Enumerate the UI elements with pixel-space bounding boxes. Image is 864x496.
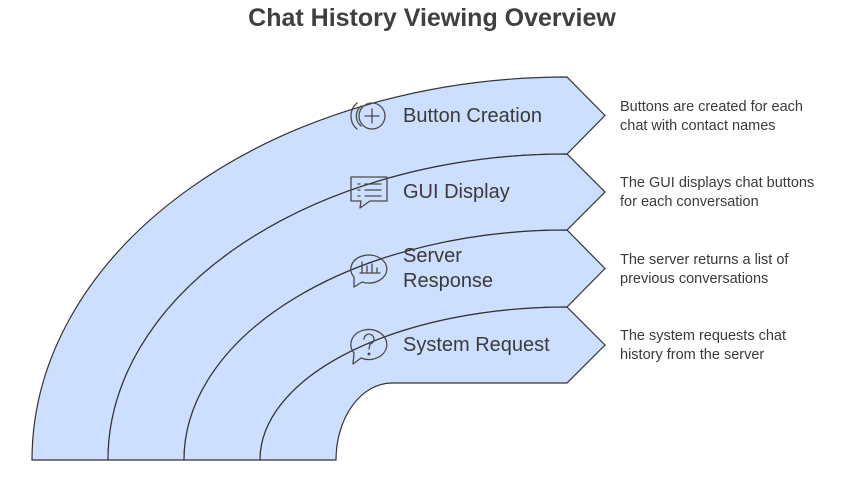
stage-description-system-request-line1: The system requests chat [620, 328, 786, 344]
stage-band-system-request [259, 306, 606, 461]
stage-description-server-response-line2: previous conversations [620, 271, 768, 287]
chat-question-icon [350, 328, 388, 365]
stage-label-system-request: System Request [403, 334, 550, 356]
diagram-title: Chat History Viewing Overview [248, 4, 616, 32]
stage-label-server-response-line1: Server [403, 245, 462, 267]
stage-description-system-request-line2: history from the server [620, 347, 764, 363]
stage-description-gui-display-line1: The GUI displays chat buttons [620, 175, 814, 191]
chat-chart-icon [350, 254, 388, 288]
stage-description-button-creation-line2: chat with contact names [620, 118, 776, 134]
stage-label-server-response-line2: Response [403, 270, 493, 292]
stage-description-button-creation-line1: Buttons are created for each [620, 99, 803, 115]
add-circle-icon [350, 102, 386, 130]
stage-label-button-creation: Button Creation [403, 105, 542, 127]
stage-description-server-response-line1: The server returns a list of [620, 252, 789, 268]
stage-description-gui-display-line2: for each conversation [620, 194, 759, 210]
chat-list-icon [350, 176, 388, 209]
stage-label-gui-display: GUI Display [403, 181, 510, 203]
